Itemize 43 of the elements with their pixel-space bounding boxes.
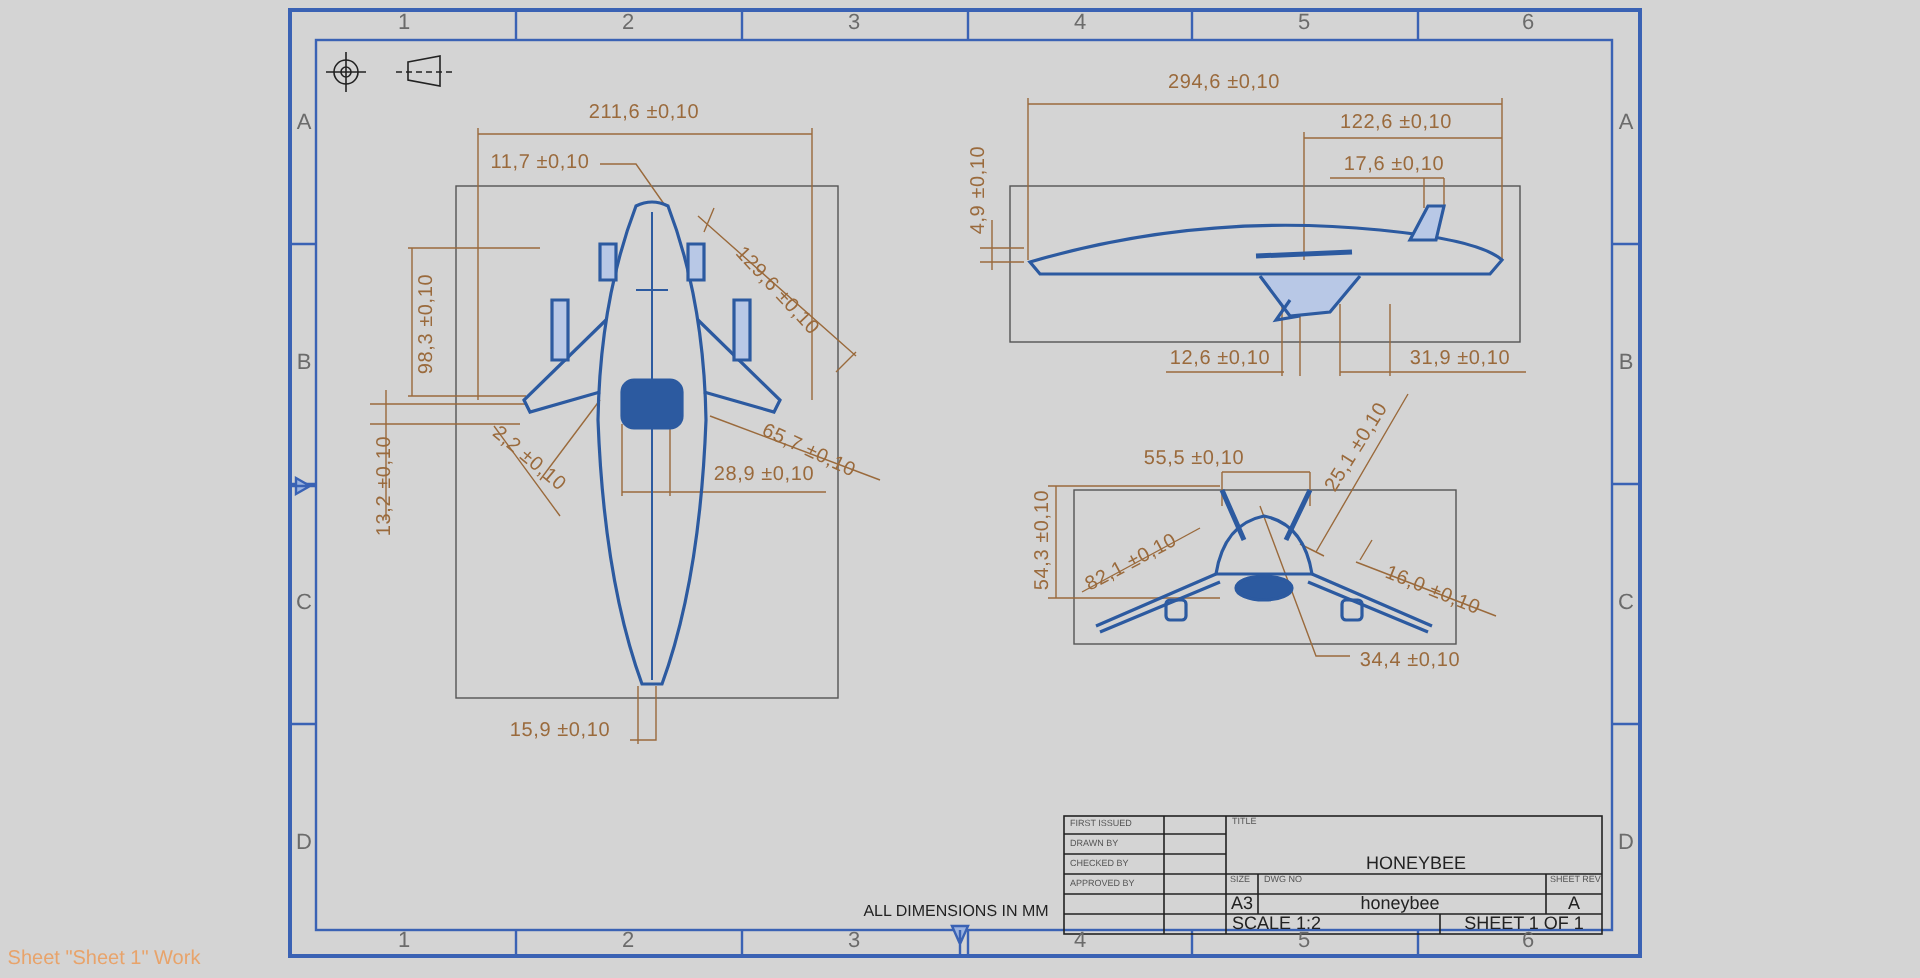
grid-reference-letter: A xyxy=(296,113,312,135)
grid-reference-letter: D xyxy=(296,833,312,855)
dimension-text: 11,7 ±0,10 xyxy=(490,154,590,174)
dimension-text: 31,9 ±0,10 xyxy=(1409,350,1511,370)
grid-reference-number: 5 xyxy=(1297,931,1311,953)
title-block-value: SCALE 1:2 xyxy=(1232,915,1322,933)
grid-reference-letter: C xyxy=(296,593,312,615)
grid-reference-number: 2 xyxy=(621,931,635,953)
dimension-text: 15,9 ±0,10 xyxy=(509,722,611,742)
grid-reference-number: 6 xyxy=(1521,931,1535,953)
dimension-text: 16,0 ±0,10 xyxy=(1381,563,1483,621)
dimension-text: 98,3 ±0,10 xyxy=(418,273,438,375)
grid-reference-number: 6 xyxy=(1521,13,1535,35)
grid-reference-letter: B xyxy=(296,353,312,375)
dimension-text: 122,6 ±0,10 xyxy=(1339,114,1453,134)
dimension-text: 294,6 ±0,10 xyxy=(1167,74,1281,94)
dimension-text: 13,2 ±0,10 xyxy=(376,435,396,537)
dimension-note: ALL DIMENSIONS IN MM xyxy=(863,904,1049,920)
dimension-text: 54,3 ±0,10 xyxy=(1034,489,1054,591)
title-block-value: honeybee xyxy=(1360,895,1440,913)
grid-reference-number: 2 xyxy=(621,13,635,35)
grid-reference-number: 1 xyxy=(397,13,411,35)
dimension-text: 12,6 ±0,10 xyxy=(1169,350,1271,370)
grid-reference-number: 3 xyxy=(847,931,861,953)
status-text: Sheet "Sheet 1" Work xyxy=(7,950,201,970)
grid-reference-number: 1 xyxy=(397,931,411,953)
dimension-text: 17,6 ±0,10 xyxy=(1343,156,1445,176)
title-block-value: A xyxy=(1568,895,1580,913)
grid-reference-letter: B xyxy=(1618,353,1634,375)
grid-reference-letter: D xyxy=(1618,833,1634,855)
grid-reference-number: 3 xyxy=(847,13,861,35)
grid-reference-number: 4 xyxy=(1073,13,1087,35)
grid-reference-number: 5 xyxy=(1297,13,1311,35)
grid-reference-letter: C xyxy=(1618,593,1634,615)
grid-reference-letter: A xyxy=(1618,113,1634,135)
dimension-text: 34,4 ±0,10 xyxy=(1359,652,1461,672)
dimension-text: 211,6 ±0,10 xyxy=(588,104,700,124)
dimension-text: 4,9 ±0,10 xyxy=(970,145,990,235)
title-block-value: A3 xyxy=(1231,895,1253,913)
grid-reference-number: 4 xyxy=(1073,931,1087,953)
drawing-title: HONEYBEE xyxy=(1366,855,1466,873)
dimension-text: 55,5 ±0,10 xyxy=(1143,450,1245,470)
title-block-value: SHEET 1 OF 1 xyxy=(1464,915,1584,933)
